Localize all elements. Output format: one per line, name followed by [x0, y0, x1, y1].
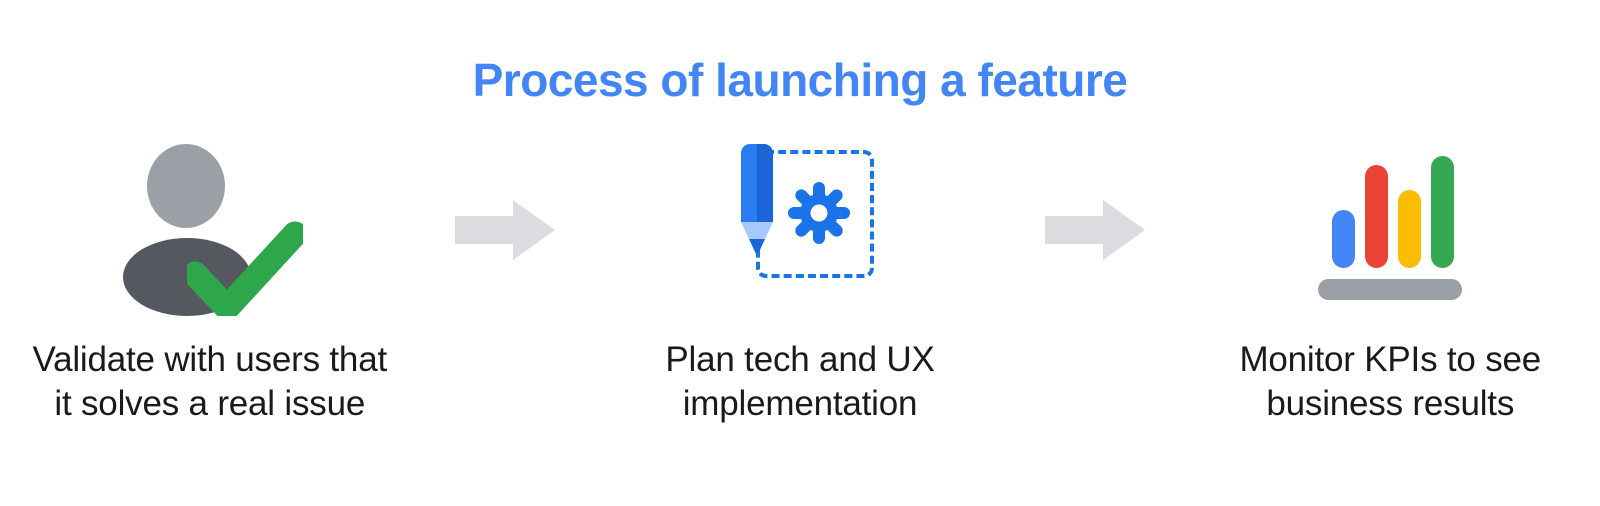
pencil-icon	[741, 144, 773, 256]
process-step-plan: Plan tech and UX implementation	[590, 140, 1010, 427]
step-3-icon-wrap	[1310, 140, 1470, 320]
arrow-right-icon	[454, 200, 555, 260]
page-title: Process of launching a feature	[472, 54, 1128, 106]
bar-chart-icon	[1310, 156, 1470, 300]
person-check-icon	[117, 144, 304, 316]
chart-bar	[1398, 190, 1422, 268]
arrow-1-wrap	[420, 140, 591, 320]
process-step-validate: Validate with users that it solves a rea…	[0, 140, 420, 427]
chart-bar	[1365, 165, 1389, 268]
process-step-monitor: Monitor KPIs to see business results	[1181, 140, 1600, 427]
gear-icon	[788, 182, 850, 244]
step-1-icon-wrap	[117, 140, 304, 320]
step-2-caption: Plan tech and UX implementation	[665, 340, 935, 424]
step-3-caption: Monitor KPIs to see business results	[1239, 340, 1542, 424]
step-2-icon-wrap	[720, 140, 880, 320]
step-1-caption: Validate with users that it solves a rea…	[32, 340, 388, 424]
chart-bar	[1431, 156, 1455, 268]
chart-baseline	[1318, 279, 1463, 300]
process-flow: Validate with users that it solves a rea…	[0, 140, 1600, 480]
arrow-right-icon	[1045, 200, 1146, 260]
arrow-2-wrap	[1010, 140, 1181, 320]
chart-bar	[1332, 210, 1356, 268]
pencil-gear-icon	[720, 144, 880, 316]
person-head-icon	[147, 144, 226, 228]
check-mark-icon	[187, 221, 304, 316]
